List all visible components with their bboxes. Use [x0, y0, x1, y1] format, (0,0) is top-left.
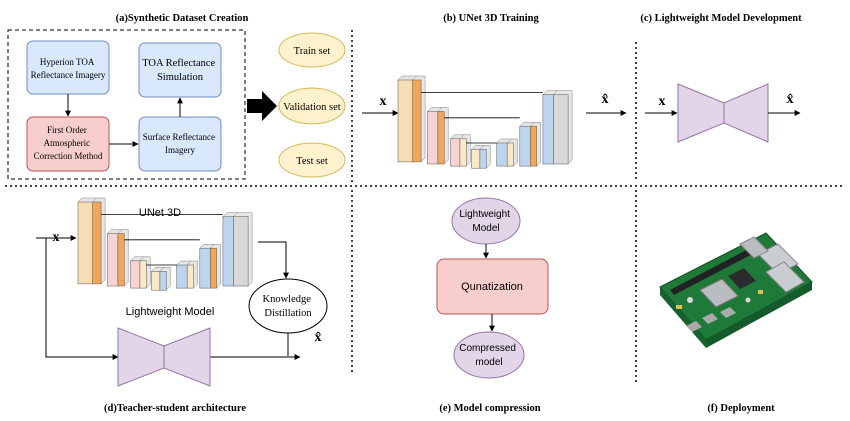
set-ovals: Train set Validation set Test set [278, 32, 346, 178]
quantization-node: Qunatization [436, 258, 549, 315]
first-order-node: First Order Atmospheric Correction Metho… [26, 116, 110, 172]
lightweight-label-d: Lightweight Model [126, 306, 215, 318]
hyperion-label: Hyperion TOA Reflectance Imagery [31, 57, 106, 80]
unet-layer-block [199, 247, 211, 289]
unet-layer-block [186, 264, 194, 289]
output-xhat-d: x̂ [315, 330, 322, 345]
toa-simulation-label: TOA Reflectance Simulation [142, 58, 218, 83]
unet-3d-diagram-b [397, 75, 573, 169]
raspberry-pi-image [659, 232, 813, 348]
kd-label: Knowledge Distillation [262, 294, 313, 319]
unet-layer-block [151, 271, 161, 291]
unet-layer-block [210, 247, 217, 289]
unet-label-d: UNet 3D [139, 207, 181, 219]
unet-layer-block [130, 260, 141, 289]
caption-e: (e) Model compression [439, 403, 540, 414]
unet-layer-block [542, 94, 554, 165]
train-set-label: Train set [294, 46, 331, 57]
unet-layer-block [519, 125, 531, 167]
unet-layer-block [450, 138, 461, 167]
validation-set-label: Validation set [283, 102, 341, 113]
caption-d: (d)Teacher-student architecture [104, 403, 246, 414]
unet-layer-block [139, 260, 147, 289]
unet-layer-block [107, 233, 119, 287]
lightweight-model-node-e: Lightweight Model [451, 197, 521, 245]
unet-layer-block [222, 216, 234, 287]
unet-layer-block [427, 111, 439, 165]
panel-a-arrows [65, 94, 183, 147]
first-order-label: First Order Atmospheric Correction Metho… [34, 125, 103, 161]
quantization-label: Qunatization [461, 281, 523, 293]
output-xhat-b: x̂ [602, 92, 609, 107]
input-x-c: x [659, 94, 666, 109]
unet-layer-block [176, 264, 188, 289]
panel-separators [5, 30, 845, 385]
big-arrow-icon [247, 91, 277, 121]
unet-layer-block [159, 271, 167, 291]
toa-simulation-node: TOA Reflectance Simulation [138, 42, 222, 98]
unet-layer-block [77, 201, 93, 285]
caption-a: (a)Synthetic Dataset Creation [116, 13, 249, 24]
panel-d-connectors [45, 238, 301, 360]
compressed-model-node: Compressed model [453, 331, 525, 379]
dataset-creation-frame [7, 29, 246, 180]
lightweight-model-shape-c [677, 83, 769, 143]
unet-layer-block [92, 201, 102, 285]
kd-node: Knowledge Distillation [248, 278, 328, 334]
input-x-b: x [380, 94, 387, 109]
unet-layer-block [496, 142, 508, 167]
unet-layer-block [530, 125, 537, 167]
caption-f: (f) Deployment [707, 403, 775, 414]
unet-layer-block [471, 149, 481, 169]
unet-layer-block [553, 94, 569, 165]
test-set-label: Test set [296, 156, 328, 167]
surface-reflectance-node: Surface Reflectance Imagery [138, 116, 222, 172]
unet-layer-block [117, 233, 125, 287]
compressed-model-label: Compressed model [459, 343, 518, 368]
unet-3d-diagram-d [77, 197, 253, 291]
unet-layer-block [479, 149, 487, 169]
unet-layer-block [506, 142, 514, 167]
hyperion-node: Hyperion TOA Reflectance Imagery [26, 40, 110, 95]
unet-layer-block [412, 79, 422, 163]
caption-c: (c) Lightweight Model Development [640, 13, 802, 24]
surface-reflectance-label: Surface Reflectance Imagery [143, 132, 217, 155]
lightweight-model-label-e: Lightweight Model [459, 209, 512, 234]
caption-b: (b) UNet 3D Training [443, 13, 539, 24]
unet-layer-block [459, 138, 467, 167]
output-xhat-c: x̂ [787, 92, 794, 107]
unet-layer-block [233, 216, 249, 287]
unet-layer-block [437, 111, 445, 165]
unet-layer-block [397, 79, 413, 163]
